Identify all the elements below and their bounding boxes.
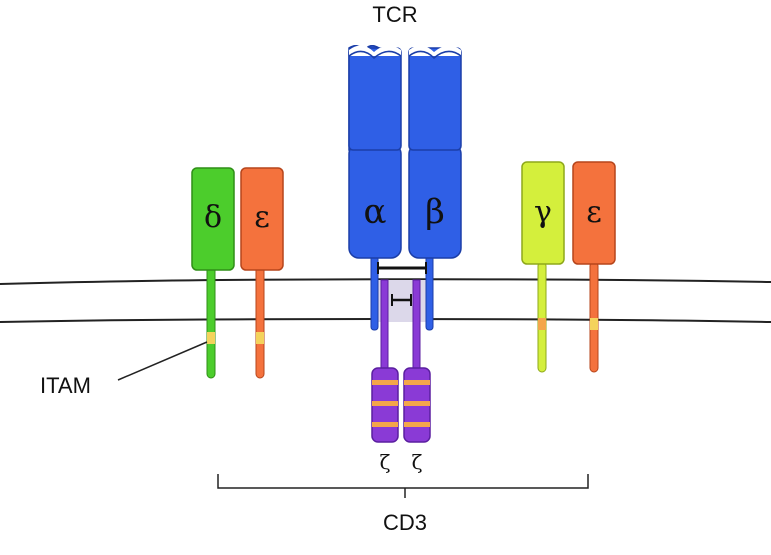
cd3-epsilon-left-chain: ε (240, 167, 284, 379)
zeta-left-label: ζ (380, 450, 391, 474)
beta-label: β (425, 192, 445, 232)
alpha-label: α (364, 192, 387, 232)
cd3-bracket: CD3 (217, 474, 589, 535)
cd3-epsilon-right-chain: ε (572, 161, 616, 373)
cd3-gamma-chain: γ (521, 161, 565, 373)
alpha-beta-bond (377, 262, 427, 274)
zeta-chain-right (403, 367, 431, 443)
gamma-label: γ (534, 195, 552, 230)
itam-label: ITAM (40, 373, 91, 398)
zeta-chain-left (371, 367, 399, 443)
zeta-dimer: ζ ζ (371, 279, 431, 474)
cd3-label: CD3 (383, 510, 427, 535)
epsilon-right-label: ε (586, 195, 602, 230)
delta-label: δ (204, 200, 222, 235)
tcr-label: TCR (372, 2, 417, 27)
epsilon-left-label: ε (254, 200, 270, 235)
cd3-delta-chain: δ (191, 167, 235, 379)
tcr-alpha-chain: α (348, 45, 402, 331)
itam-callout: ITAM (40, 341, 208, 398)
zeta-right-label: ζ (412, 450, 423, 474)
tcr-beta-chain: β (408, 45, 462, 331)
